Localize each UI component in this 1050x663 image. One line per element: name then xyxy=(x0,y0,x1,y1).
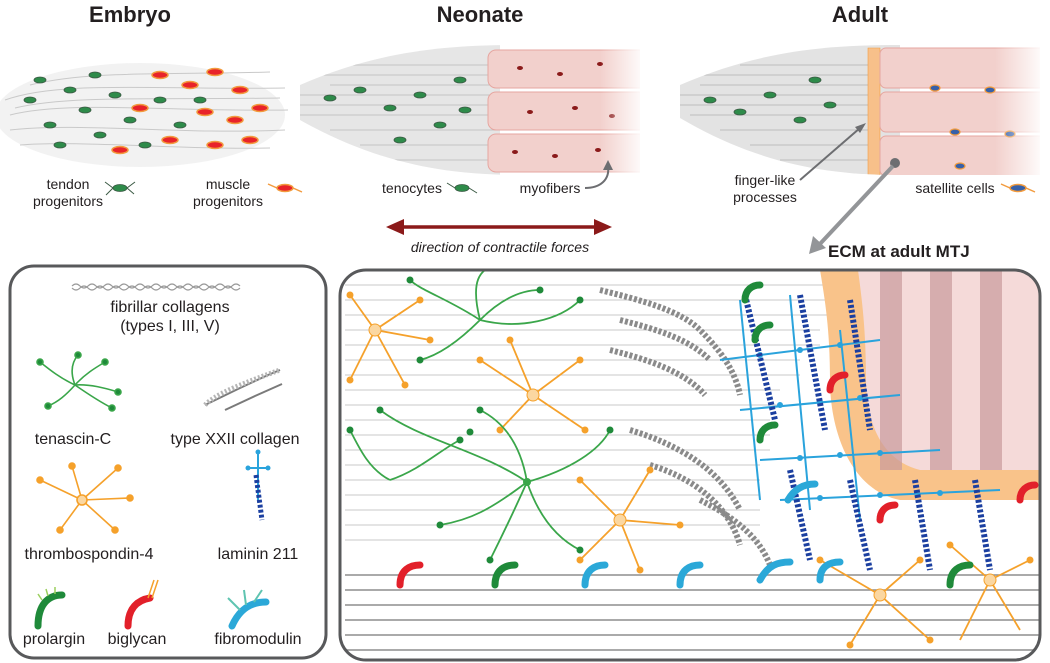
legend-tenascin-icon xyxy=(36,351,122,412)
embryo-muscle-progenitors xyxy=(111,67,269,155)
legend-biglycan-label: biglycan xyxy=(107,631,167,648)
tendon-progenitor-icon xyxy=(104,181,136,196)
legend-type-xxii-collagen-icon xyxy=(203,367,283,411)
embryo-tendon-progenitors xyxy=(23,71,207,149)
ecm-panel-frame xyxy=(338,268,1042,662)
mtj-origin-dot xyxy=(890,158,900,168)
legend-fibromodulin-icon xyxy=(227,589,270,630)
ecm-panel-content xyxy=(340,270,1040,660)
adult-tissue xyxy=(680,40,1045,254)
stage-title-adult: Adult xyxy=(831,2,889,27)
legend-tenascin-label: tenascin-C xyxy=(34,431,112,448)
legend-fibromodulin-label: fibromodulin xyxy=(214,631,302,648)
legend-prolargin-icon xyxy=(34,587,66,630)
muscle-progenitor-icon xyxy=(267,183,303,193)
legend-thrombospondin-icon xyxy=(36,462,134,534)
zoom-arrow xyxy=(816,164,895,248)
satellite-cell-icon xyxy=(1000,183,1036,193)
contractile-force-arrow xyxy=(386,219,612,235)
stage-title-embryo: Embryo xyxy=(89,2,171,27)
legend-collagen-icon xyxy=(71,283,241,291)
legend-laminin-icon xyxy=(245,449,271,521)
embryo-tissue xyxy=(0,63,303,196)
finger-processes-pointer xyxy=(799,127,861,181)
contractile-forces-label: direction of contractile forces xyxy=(410,239,590,255)
legend-thbs4-label: thrombospondin-4 xyxy=(24,546,154,563)
tenocytes-label: tenocytes xyxy=(382,180,442,196)
legend-prolargin-label: prolargin xyxy=(22,631,86,648)
legend-laminin-label: laminin 211 xyxy=(217,546,299,563)
adult-finger-like-processes xyxy=(867,47,881,175)
neonate-tissue xyxy=(300,40,645,194)
muscle-progenitors-label: muscle progenitors xyxy=(192,176,264,209)
legend-collagen-label: fibrillar collagens (types I, III, V) xyxy=(110,299,230,335)
legend-panel xyxy=(8,264,328,660)
ecm-panel-title: ECM at adult MTJ xyxy=(828,242,970,261)
stage-title-neonate: Neonate xyxy=(436,2,524,27)
finger-like-processes-label: finger-like processes xyxy=(733,172,797,205)
satellite-cells-label: satellite cells xyxy=(915,180,995,196)
myofibers-label: myofibers xyxy=(519,180,581,196)
legend-col22-label: type XXII collagen xyxy=(170,431,300,448)
tenocyte-icon xyxy=(446,182,478,194)
legend-biglycan-icon xyxy=(124,579,159,630)
tendon-progenitors-label: tendon progenitors xyxy=(32,176,104,209)
